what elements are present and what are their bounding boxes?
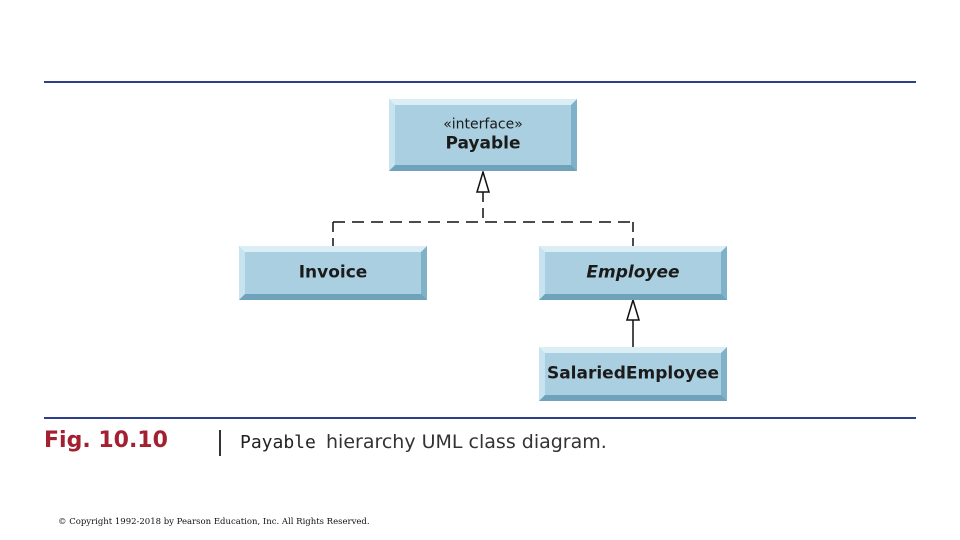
payable-name: Payable: [445, 133, 521, 154]
salaried-employee-name: SalariedEmployee: [546, 363, 720, 384]
payable-class: «interface» Payable: [389, 99, 577, 171]
caption-separator: [219, 430, 221, 456]
figure-label: Fig. 10.10: [44, 428, 168, 453]
payable-stereotype: «interface»: [443, 116, 523, 133]
invoice-class: Invoice: [239, 246, 427, 300]
bottom-rule: [44, 417, 916, 419]
caption-code: Payable: [240, 432, 316, 453]
salaried-employee-class: SalariedEmployee: [539, 347, 727, 401]
top-rule: [44, 81, 916, 83]
employee-name: Employee: [586, 262, 680, 283]
invoice-name: Invoice: [298, 262, 368, 283]
caption-text: hierarchy UML class diagram.: [326, 431, 607, 453]
copyright-notice: © Copyright 1992-2018 by Pearson Educati…: [58, 517, 370, 527]
figure-caption: Fig. 10.10 Payable hierarchy UML class d…: [44, 428, 607, 460]
employee-class: Employee: [539, 246, 727, 300]
payable-arrowhead: [475, 169, 491, 193]
employee-arrowhead: [625, 297, 641, 321]
